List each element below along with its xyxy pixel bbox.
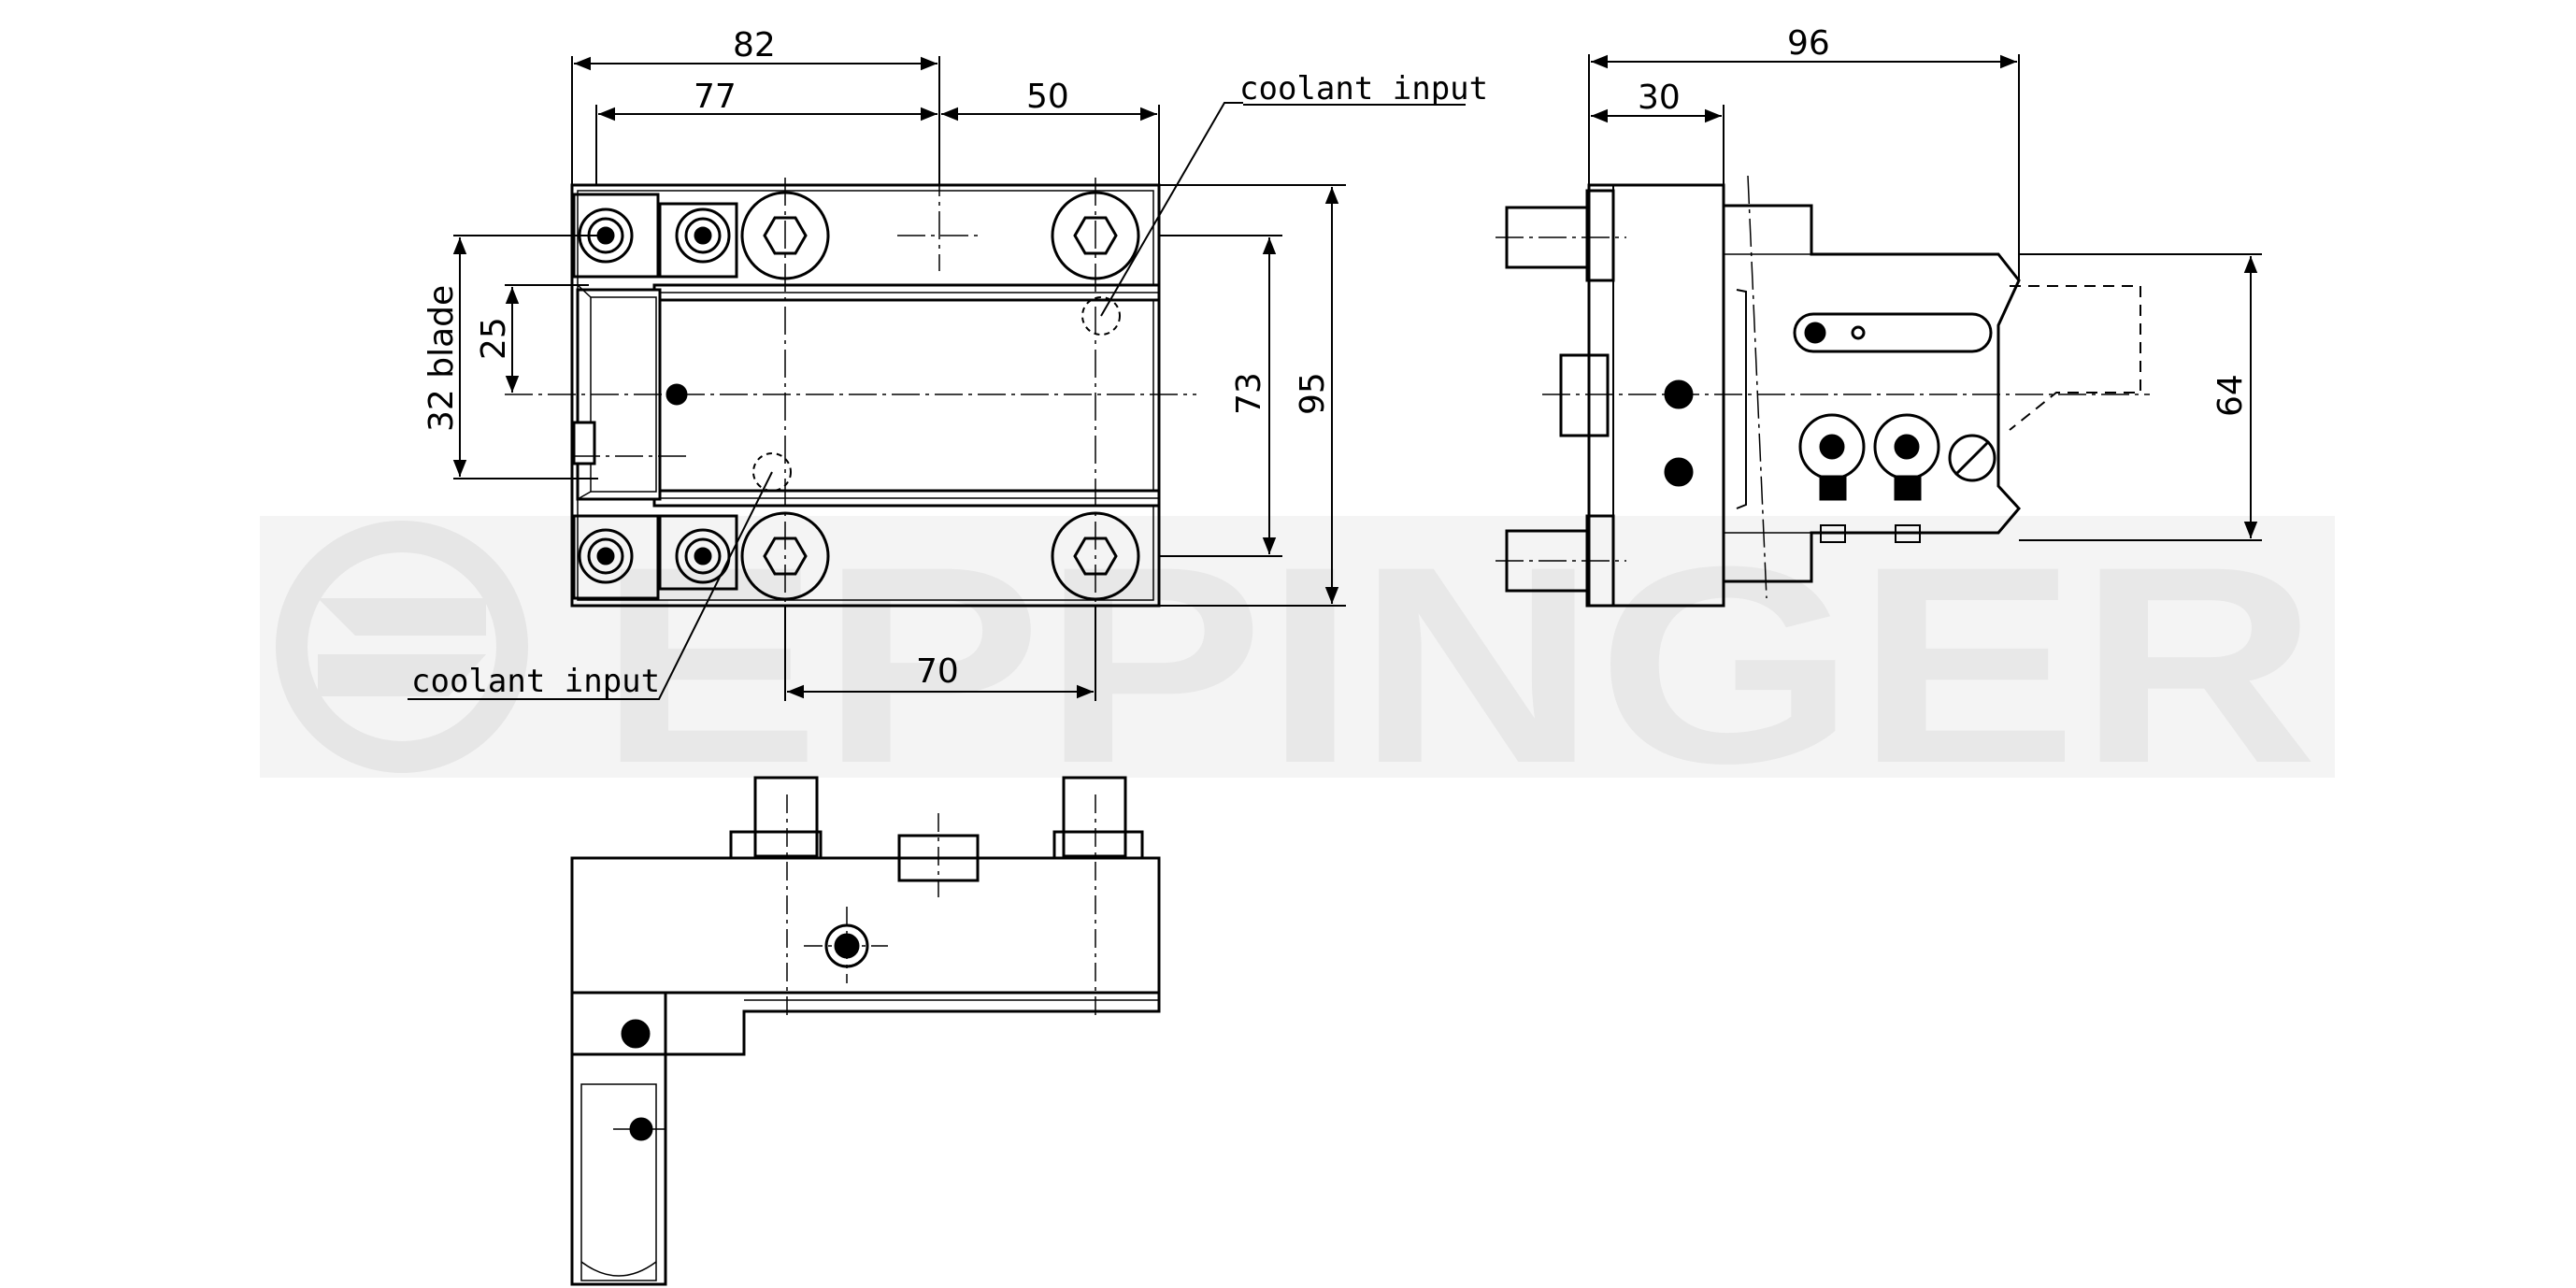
screw-icon (578, 528, 634, 584)
coolant-input-label-top: coolant input (1239, 70, 1488, 107)
watermark-text: EPPINGER (598, 508, 2318, 822)
screw-icon (675, 208, 731, 264)
dim-73: 73 (1230, 372, 1268, 415)
dim-95: 95 (1294, 372, 1332, 415)
coolant-input-label-bottom: coolant input (411, 663, 660, 700)
dim-30: 30 (1638, 79, 1681, 117)
dim-96: 96 (1787, 24, 1830, 63)
top-view (570, 776, 1161, 1286)
watermark: EPPINGER (260, 508, 2335, 822)
screw-icon (1798, 413, 1866, 480)
dim-25: 25 (475, 317, 513, 360)
watermark-logo-icon (276, 521, 528, 773)
front-view (408, 102, 1466, 700)
dim-32-blade: 32 blade (422, 285, 461, 432)
side-view-dimensions (1588, 54, 2262, 541)
screw-icon (1873, 413, 1940, 480)
dim-64: 64 (2211, 374, 2250, 417)
dim-70: 70 (916, 652, 959, 691)
dim-77: 77 (694, 78, 737, 116)
dim-82: 82 (733, 26, 776, 64)
screw-icon (675, 528, 731, 584)
side-view (1496, 175, 2150, 608)
dim-50: 50 (1026, 78, 1069, 116)
front-view-dimensions (452, 56, 1346, 701)
